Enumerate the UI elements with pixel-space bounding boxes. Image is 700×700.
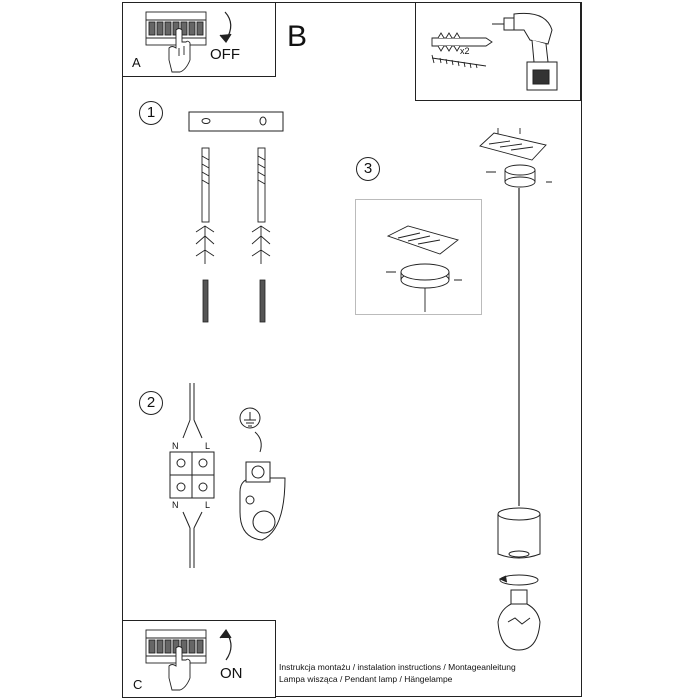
hand-icon	[168, 28, 191, 73]
step-1-marker: 1	[139, 101, 163, 125]
mounting-bar-icon	[188, 111, 284, 132]
panel-c-action-text: ON	[220, 665, 243, 682]
wiring-label-bottom-l: L	[205, 500, 211, 510]
step-3-marker: 3	[356, 157, 380, 181]
wiring-label-top-n: N	[172, 441, 179, 451]
tools-quantity-label: x2	[460, 46, 470, 56]
ceiling-canopy-icon	[479, 128, 552, 188]
wall-plug-icon	[431, 32, 493, 52]
panel-c-label: C	[133, 677, 143, 692]
hand-icon	[168, 646, 191, 691]
panel-a-label: A	[132, 55, 141, 70]
caption-line-1: Instrukcja montażu / instalation instruc…	[279, 662, 516, 672]
panel-a-action-text: OFF	[210, 46, 240, 63]
fuse-box-icon	[145, 11, 207, 46]
ground-symbol-icon	[239, 407, 262, 453]
rotate-direction-icon	[498, 574, 539, 586]
wall-plug-right-icon	[251, 147, 271, 264]
step-2-marker: 2	[139, 391, 163, 415]
light-bulb-icon	[497, 589, 541, 651]
wires-icon	[182, 383, 203, 568]
rotate-arrow-icon	[219, 11, 232, 44]
panel-b-label: B	[287, 20, 308, 53]
wiring-label-bottom-n: N	[172, 500, 179, 510]
step-3-detail-box	[355, 199, 482, 315]
screw-icon	[431, 54, 487, 69]
earth-terminal-icon	[239, 461, 286, 541]
caption-line-2: Lampa wisząca / Pendant lamp / Hängelamp…	[279, 674, 453, 684]
screws-icon	[202, 279, 266, 323]
wiring-label-top-l: L	[205, 441, 211, 451]
ceiling-canopy-detail-icon	[386, 225, 462, 312]
drill-icon	[492, 12, 558, 91]
rotate-arrow-icon	[219, 628, 232, 661]
lamp-shade-icon	[497, 507, 541, 559]
wall-plug-left-icon	[195, 147, 215, 264]
terminal-block-icon	[169, 451, 215, 499]
